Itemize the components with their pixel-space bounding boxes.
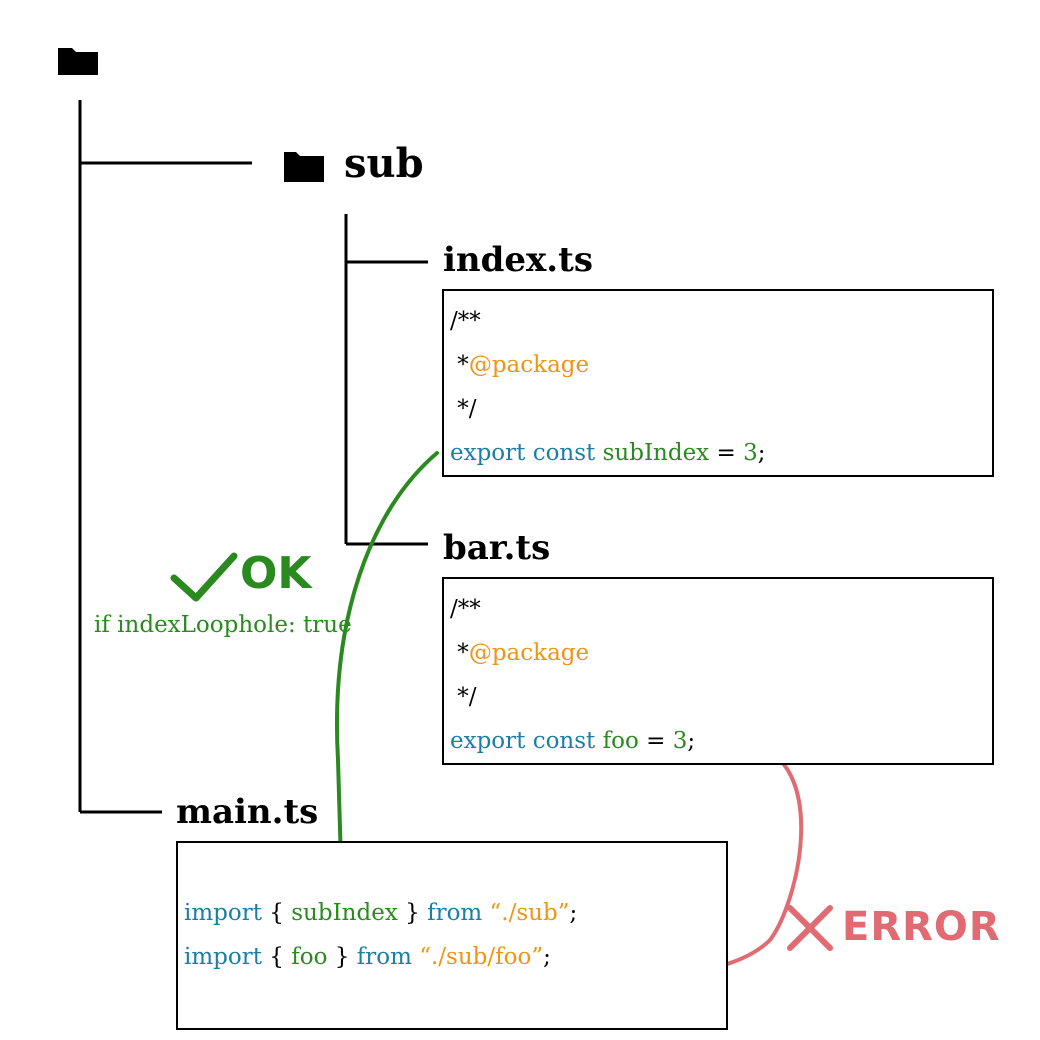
bar-file-label: bar.ts xyxy=(443,528,551,568)
code-token-tag: @package xyxy=(468,352,590,378)
code-token-key: export xyxy=(450,440,526,466)
check-icon xyxy=(170,552,238,602)
code-token-str: “./sub” xyxy=(489,900,570,926)
code-token-plain: /** xyxy=(450,596,481,622)
index-code-box: /** *@package */ export const subIndex = … xyxy=(442,289,994,477)
code-token-plain: = xyxy=(638,728,673,754)
code-token-key: import xyxy=(184,944,262,970)
cross-icon xyxy=(787,905,833,951)
code-token-plain: ; xyxy=(569,900,578,926)
code-token-plain xyxy=(595,728,602,754)
code-token-plain xyxy=(525,440,532,466)
code-token-plain: */ xyxy=(450,396,477,422)
code-line: *@package xyxy=(450,631,986,675)
ok-condition-note: if indexLoophole: true xyxy=(94,612,352,638)
root-folder-icon xyxy=(58,48,98,75)
code-token-key: from xyxy=(356,944,412,970)
main-code-box: import { subIndex } from “./sub”;import … xyxy=(176,841,728,1030)
sub-folder-icon xyxy=(284,152,324,182)
code-token-plain xyxy=(482,900,489,926)
sub-folder-label: sub xyxy=(344,140,424,187)
code-token-num: 3 xyxy=(672,728,688,754)
code-token-plain: ; xyxy=(757,440,766,466)
code-token-ident: foo xyxy=(291,944,328,970)
bar-code-box: /** *@package */ export const foo = 3; xyxy=(442,577,994,765)
code-token-tag: @package xyxy=(468,640,590,666)
code-token-plain: ; xyxy=(687,728,696,754)
code-token-plain xyxy=(595,440,602,466)
code-token-key: export xyxy=(450,728,526,754)
code-line: import { subIndex } from “./sub”; xyxy=(184,891,720,935)
ok-arrow xyxy=(335,451,439,899)
code-token-plain xyxy=(525,728,532,754)
code-token-key: import xyxy=(184,900,262,926)
main-file-label: main.ts xyxy=(176,792,319,832)
code-token-ident: foo xyxy=(602,728,639,754)
code-token-key: from xyxy=(427,900,483,926)
code-token-plain: ; xyxy=(543,944,551,970)
ok-label: OK xyxy=(240,548,312,599)
code-token-str: “./sub/foo” xyxy=(419,944,544,970)
code-token-key: const xyxy=(532,728,596,754)
code-token-plain: { xyxy=(261,944,292,970)
code-line: */ xyxy=(450,387,986,431)
error-label: ERROR xyxy=(842,904,1001,950)
code-token-ident: subIndex xyxy=(602,440,710,466)
code-token-plain: } xyxy=(327,944,357,970)
code-line: export const subIndex = 3; xyxy=(450,431,986,475)
code-token-plain: { xyxy=(261,900,292,926)
index-file-label: index.ts xyxy=(443,240,593,280)
code-line: */ xyxy=(450,675,986,719)
code-token-plain: */ xyxy=(450,684,477,710)
code-token-plain: } xyxy=(397,900,428,926)
code-token-plain: * xyxy=(450,352,469,378)
code-token-plain: /** xyxy=(450,308,481,334)
code-line: /** xyxy=(450,299,986,343)
code-token-plain: * xyxy=(450,640,469,666)
code-token-num: 3 xyxy=(743,440,758,466)
code-line: /** xyxy=(450,587,986,631)
code-line: *@package xyxy=(450,343,986,387)
code-token-plain: = xyxy=(709,440,744,466)
code-token-ident: subIndex xyxy=(291,900,398,926)
code-line: export const foo = 3; xyxy=(450,719,986,763)
code-line: import { foo } from “./sub/foo”; xyxy=(184,935,720,979)
code-token-key: const xyxy=(532,440,596,466)
